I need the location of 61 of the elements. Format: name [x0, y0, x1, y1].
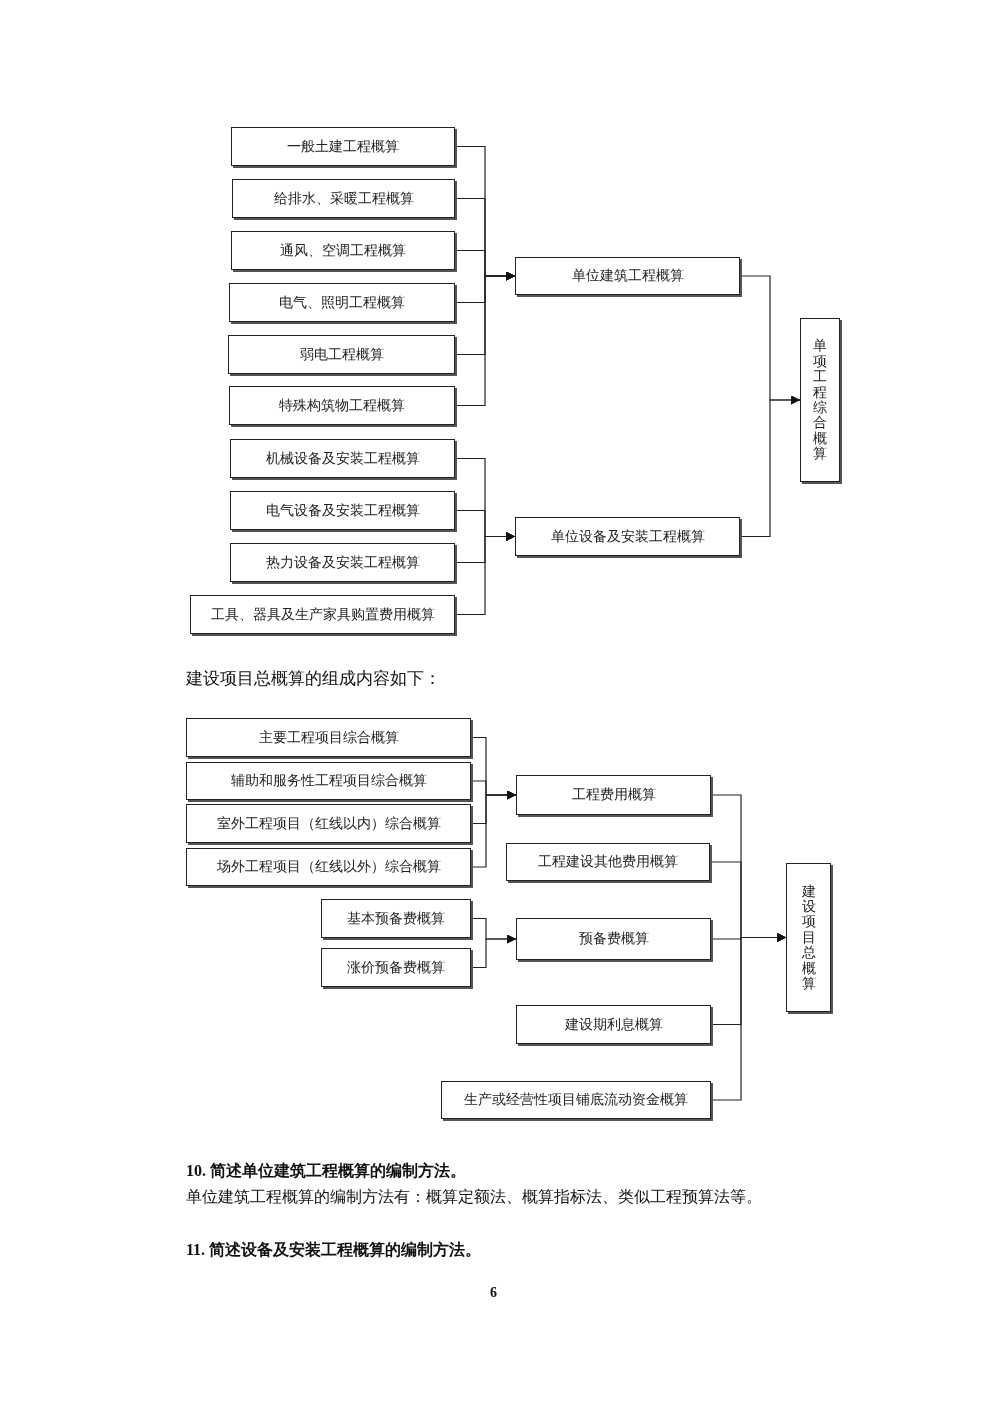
process-box: [231, 231, 455, 270]
box-label: 场外工程项目（红线以外）综合概算: [216, 858, 441, 876]
box-label: 单项工程综合概算: [813, 338, 827, 462]
box-label: 主要工程项目综合概算: [258, 728, 399, 747]
connector-arrow: [470, 790, 517, 868]
answer-text: 单位建筑工程概算的编制方法有：概算定额法、概算指标法、类似工程预算法等。: [186, 1187, 762, 1207]
process-box: [229, 283, 455, 322]
box-label: 机械设备及安装工程概算: [265, 449, 420, 468]
connector-arrow: [739, 395, 801, 538]
box-label: 基本预备费概算: [347, 909, 445, 928]
section-text: 建设项目总概算的组成内容如下：: [186, 668, 441, 690]
process-box: [321, 948, 471, 987]
process-box: [230, 543, 455, 582]
box-label: 建设项目总概算: [801, 883, 816, 992]
box-label: 电气设备及安装工程概算: [265, 501, 420, 520]
process-box: [515, 517, 740, 556]
box-label: 建设期利息概算: [564, 1015, 663, 1034]
box-label: 电气、照明工程概算: [279, 293, 405, 312]
process-box: [515, 257, 740, 295]
box-label: 通风、空调工程概算: [280, 241, 406, 260]
page-number: 6: [490, 1285, 497, 1301]
connector-arrow: [710, 933, 787, 1101]
process-box: [228, 335, 455, 374]
process-box: [190, 595, 455, 634]
process-box: [230, 491, 455, 530]
process-box: [186, 804, 471, 843]
box-label: 给排水、采暖工程概算: [273, 189, 414, 208]
process-box: [186, 718, 471, 757]
box-label: 生产或经营性项目铺底流动资金概算: [464, 1091, 688, 1109]
box-label: 辅助和服务性工程项目综合概算: [230, 772, 427, 790]
box-label: 特殊构筑物工程概算: [279, 396, 405, 415]
question-heading: 11. 简述设备及安装工程概算的编制方法。: [186, 1240, 482, 1260]
box-label: 热力设备及安装工程概算: [265, 553, 420, 572]
box-label: 单位设备及安装工程概算: [550, 527, 705, 546]
process-box: [321, 899, 471, 938]
box-label: 工程费用概算: [571, 786, 656, 804]
box-label: 一般土建工程概算: [287, 137, 399, 156]
connector-arrow: [470, 934, 517, 969]
box-label: 预备费概算: [578, 930, 649, 948]
box-label: 弱电工程概算: [299, 345, 384, 364]
process-box: [516, 775, 711, 815]
connector-arrow: [454, 532, 516, 616]
question-heading: 10. 简述单位建筑工程概算的编制方法。: [186, 1161, 466, 1181]
process-box: [786, 863, 831, 1012]
box-label: 工具、器具及生产家具购置费用概算: [210, 605, 435, 624]
box-label: 涨价预备费概算: [347, 958, 445, 977]
process-box: [506, 843, 710, 881]
connector-arrow: [454, 271, 516, 407]
process-box: [516, 1005, 711, 1044]
box-label: 工程建设其他费用概算: [538, 853, 678, 871]
process-box: [516, 918, 711, 960]
process-box: [186, 848, 471, 886]
process-box: [231, 127, 455, 166]
process-box: [232, 179, 455, 218]
process-box: [186, 762, 471, 800]
box-label: 室外工程项目（红线以内）综合概算: [216, 814, 441, 833]
process-box: [441, 1081, 711, 1119]
process-box: [230, 439, 455, 478]
process-box: [229, 386, 455, 425]
process-box: [800, 318, 840, 482]
box-label: 单位建筑工程概算: [571, 267, 684, 285]
